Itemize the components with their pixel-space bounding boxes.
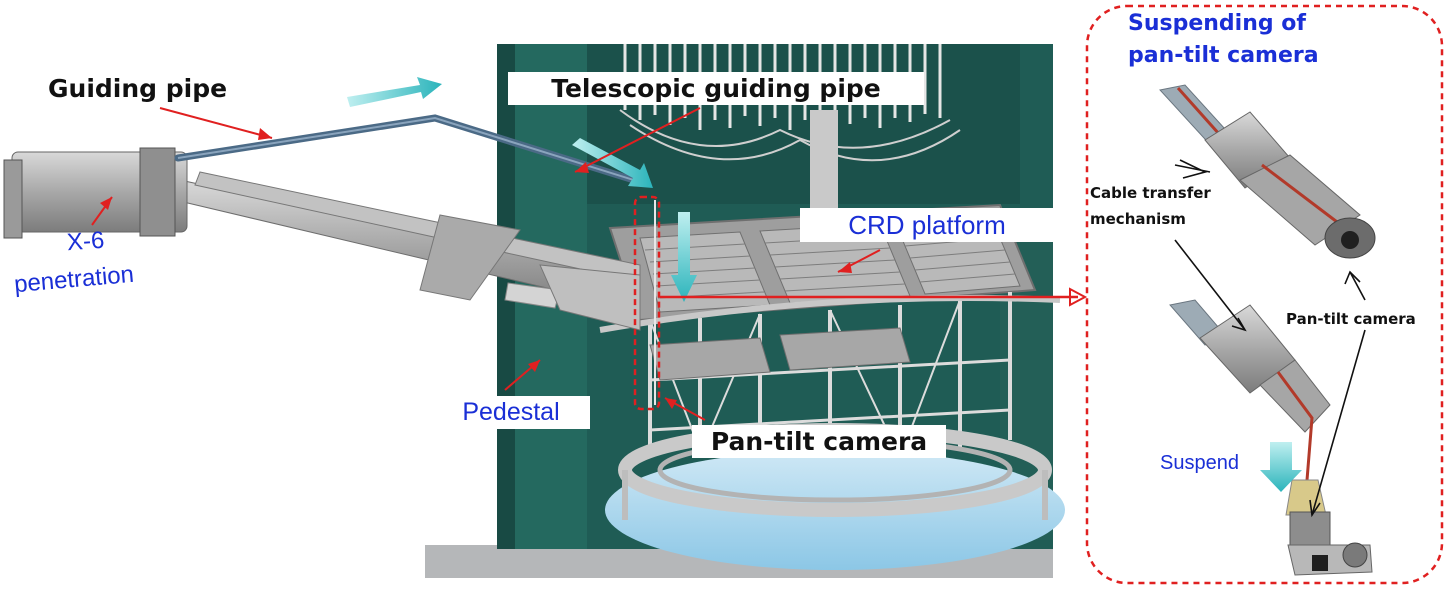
panel-pointer-lines [1174, 159, 1366, 518]
x6-label: X-6 [66, 226, 106, 257]
suspend-label: Suspend [1160, 452, 1239, 474]
containment-scene [3, 44, 1065, 578]
flow-arrows [347, 77, 697, 302]
suspend-arrow [1260, 442, 1302, 492]
guiding-pipe-label: Guiding pipe [48, 74, 228, 103]
pointer-telescopic [574, 107, 701, 173]
flow-arrow-down [671, 212, 697, 302]
upper-camera-assembly [1159, 84, 1376, 259]
pedestal-upper-shadow [540, 44, 1020, 204]
cable-transfer-line1: Cable transfer [1090, 184, 1211, 202]
pedestal-label: Pedestal [432, 396, 590, 429]
crd-platform-label: CRD platform [800, 208, 1054, 242]
panel-title-line1: Suspending of [1128, 11, 1306, 36]
camera-path-dashed-box [633, 195, 661, 411]
suspending-panel-border [1085, 4, 1444, 585]
flow-arrow-top [347, 77, 442, 107]
pointer-lines [91, 107, 1088, 421]
pan-tilt-camera-main-label: Pan-tilt camera [692, 425, 946, 458]
pointer-guiding-pipe [159, 107, 273, 139]
x6-penetration-cylinder [3, 147, 188, 239]
telescopic-guiding-pipe-label: Telescopic guiding pipe [508, 72, 924, 105]
pan-tilt-camera-panel-label: Pan-tilt camera [1286, 310, 1416, 328]
guiding-pipe-highlight [177, 116, 641, 183]
suspending-panel [1085, 4, 1444, 585]
panel-title-line2: pan-tilt camera [1128, 43, 1319, 68]
flow-arrow-diagonal [572, 138, 653, 188]
cable-transfer-line2: mechanism [1090, 210, 1186, 228]
boom-assembly [174, 171, 641, 331]
